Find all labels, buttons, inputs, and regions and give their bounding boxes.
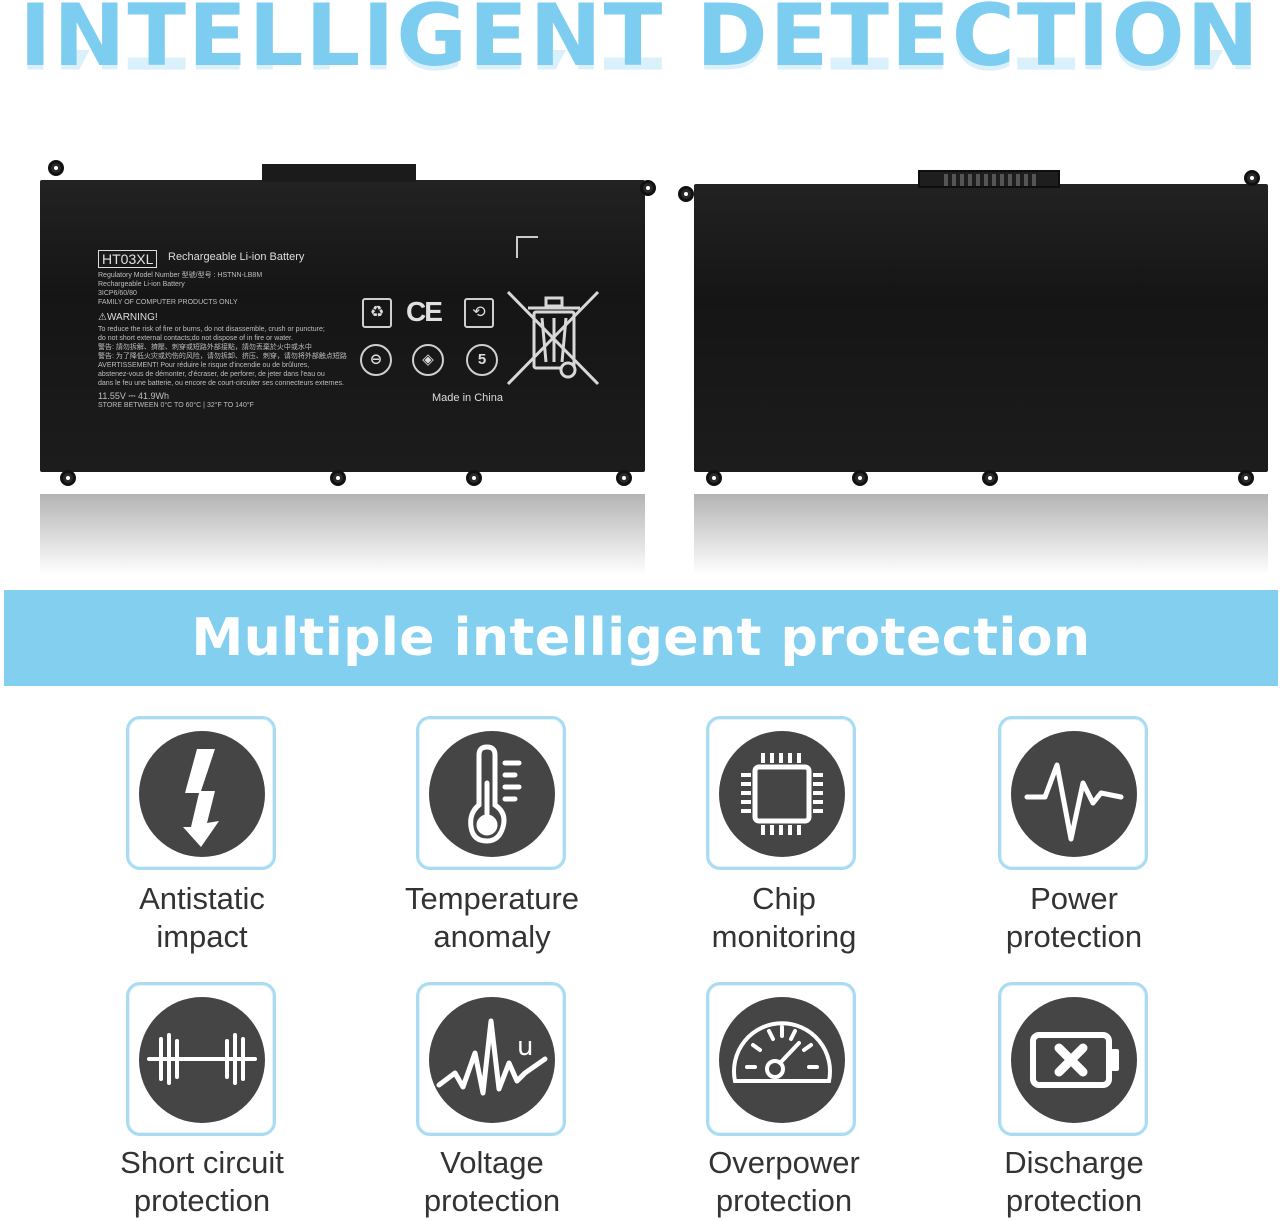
made-in-label: Made in China: [432, 392, 503, 404]
feature-label-line1: Overpower: [708, 1145, 860, 1180]
feature-label-line1: Short circuit: [120, 1145, 284, 1180]
headline-fade: [0, 86, 1280, 156]
recycle-icon: ♻: [362, 298, 392, 328]
battery-warning-text: 警告: 請勿拆解、擠壓、刺穿或短路外部接點，請勿丟棄於火中或水中: [98, 344, 312, 351]
corner-mark: [516, 236, 538, 258]
feature-label-line1: Discharge: [1004, 1145, 1144, 1180]
certification-five-icon: 5: [466, 344, 498, 376]
mount-hole: [706, 470, 722, 486]
mount-hole: [678, 186, 694, 202]
battery-temp-range: STORE BETWEEN 0°C TO 60°C | 32°F TO 140°…: [98, 402, 254, 409]
icon-frame: [416, 716, 566, 870]
mount-hole: [330, 470, 346, 486]
battery-rating: 11.55V ⎓ 41.9Wh: [98, 391, 170, 401]
battery-warning-text: 警告: 为了降低火灾或灼伤的风险，请勿拆卸、挤压、刺穿，请勿将外部触点短路: [98, 353, 347, 360]
battery-x-icon: [1011, 997, 1137, 1123]
icon-frame: u: [416, 982, 566, 1136]
battery-front-reflection: [40, 494, 645, 584]
feature-label-line2: protection: [1005, 919, 1143, 954]
feature-overpower: Overpower protection: [664, 982, 904, 1218]
ce-mark: CE: [406, 296, 443, 327]
feature-power: Power protection: [954, 716, 1194, 966]
battery-fine-print: Regulatory Model Number 型號/型号 : HSTNN-LB…: [98, 272, 263, 279]
speedometer-icon: [719, 997, 845, 1123]
feature-antistatic: Antistatic impact: [82, 716, 322, 966]
voltage-wave-icon: u: [429, 997, 555, 1123]
battery-warning-text: abstenez-vous de démonter, d'écraser, de…: [98, 371, 325, 378]
battery-type: Rechargeable Li-ion Battery: [168, 251, 305, 263]
svg-text:u: u: [517, 1032, 533, 1062]
feature-label-line1: Antistatic: [139, 881, 265, 916]
battery-fine-print: FAMILY OF COMPUTER PRODUCTS ONLY: [98, 299, 238, 306]
protection-banner: Multiple intelligent protection: [4, 590, 1278, 686]
battery-back-reflection: [694, 494, 1268, 584]
feature-label-line2: protection: [423, 1183, 561, 1218]
feature-discharge: Discharge protection: [954, 982, 1194, 1218]
icon-frame: [706, 982, 856, 1136]
mount-hole: [1244, 170, 1260, 186]
battery-model: HT03XL: [98, 250, 158, 268]
thermometer-icon: [429, 731, 555, 857]
battery-front-connector-tab: [262, 164, 416, 182]
battery-warning-text: To reduce the risk of fire or burns, do …: [98, 326, 325, 333]
feature-label-line2: protection: [133, 1183, 271, 1218]
feature-label-line1: Temperature: [404, 881, 580, 916]
chip-icon: [719, 731, 845, 857]
feature-temperature: Temperature anomaly: [372, 716, 612, 966]
mount-hole: [640, 180, 656, 196]
icon-frame: [126, 716, 276, 870]
certification-icon: ⊖: [360, 344, 392, 376]
feature-label-line1: Chip: [752, 881, 816, 916]
feature-short-circuit: Short circuit protection: [82, 982, 322, 1218]
mount-hole: [852, 470, 868, 486]
headline-title: INTELLIGENT DETECTION: [19, 0, 1261, 86]
battery-connector: [918, 170, 1060, 188]
icon-frame: [126, 982, 276, 1136]
battery-warning-text: do not short external contacts;do not di…: [98, 335, 293, 342]
battery-warning-text: AVERTISSEMENT! Pour réduire le risque d'…: [98, 362, 310, 369]
feature-voltage: u Voltage protection: [372, 982, 612, 1218]
mount-hole: [616, 470, 632, 486]
weee-bin-icon: [506, 290, 600, 386]
battery-front: HT03XL Rechargeable Li-ion Battery Regul…: [40, 180, 645, 472]
mount-hole: [48, 160, 64, 176]
icon-frame: [706, 716, 856, 870]
certification-icon: ◈: [412, 344, 444, 376]
banner-title: Multiple intelligent protection: [191, 608, 1091, 668]
mount-hole: [982, 470, 998, 486]
mount-hole: [466, 470, 482, 486]
icon-frame: [998, 982, 1148, 1136]
battery-warning: ⚠WARNING!: [98, 312, 158, 323]
battery-back: [694, 184, 1268, 472]
mount-hole: [60, 470, 76, 486]
short-circuit-icon: [139, 997, 265, 1123]
feature-label-line2: protection: [1005, 1183, 1143, 1218]
feature-label-line2: anomaly: [433, 919, 551, 954]
feature-chip: Chip monitoring: [664, 716, 904, 966]
battery-warning-text: dans le feu une batterie, ou encore de c…: [98, 380, 344, 387]
feature-label-line1: Voltage: [440, 1145, 544, 1180]
feature-label-line2: impact: [156, 919, 248, 954]
mount-hole: [1238, 470, 1254, 486]
battery-fine-print: Rechargeable Li-ion Battery: [98, 281, 185, 288]
feature-label-line2: monitoring: [711, 919, 857, 954]
china-recycle-icon: ⟲: [464, 298, 494, 328]
pulse-icon: [1011, 731, 1137, 857]
feature-label-line2: protection: [715, 1183, 853, 1218]
feature-label-line1: Power: [1030, 881, 1118, 916]
lightning-icon: [139, 731, 265, 857]
battery-fine-print: 3ICP6/60/80: [98, 290, 137, 297]
icon-frame: [998, 716, 1148, 870]
